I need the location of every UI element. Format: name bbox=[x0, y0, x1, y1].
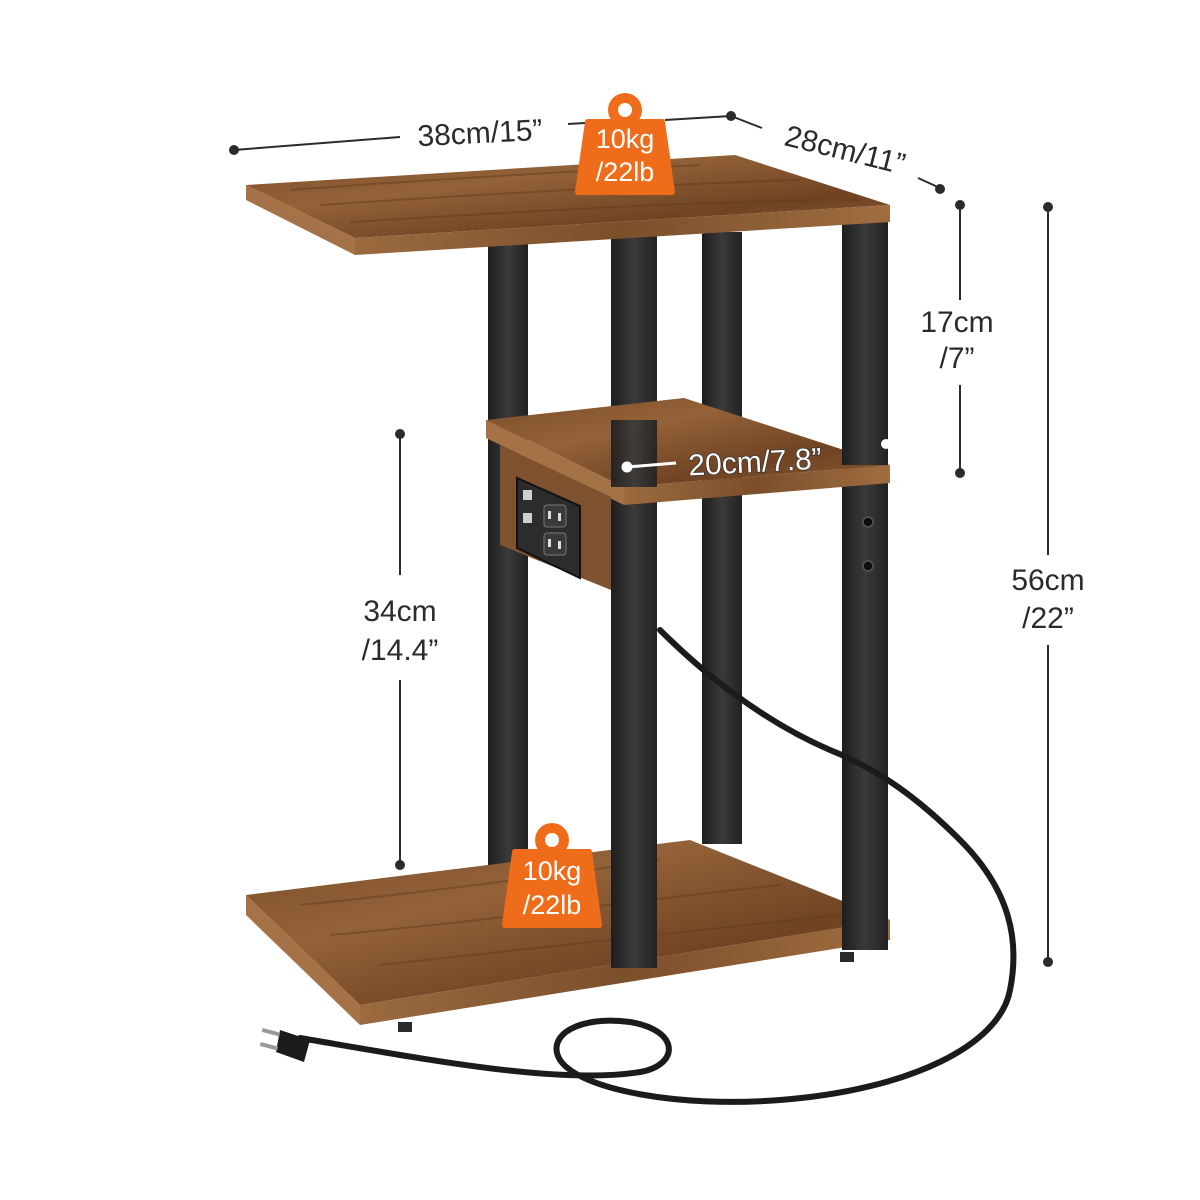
upper-gap-dimension: 17cm /7” bbox=[920, 200, 994, 478]
top-load-badge: 10kg /22lb bbox=[575, 93, 675, 195]
charging-panel bbox=[500, 445, 611, 590]
total-height-label-cm: 56cm bbox=[1011, 564, 1084, 597]
shelf-depth-label: 20cm/7.8” bbox=[688, 443, 823, 483]
power-cord bbox=[297, 627, 1017, 1105]
power-outlet-icon bbox=[543, 504, 567, 556]
lower-gap-dimension: 34cm /14.4” bbox=[362, 429, 439, 870]
width-label: 38cm/15” bbox=[417, 114, 544, 154]
front-left-leg bbox=[611, 236, 657, 968]
bottom-load-value: 10kg bbox=[523, 856, 582, 886]
lower-gap-label-cm: 34cm bbox=[363, 595, 436, 628]
bottom-load-badge: 10kg /22lb bbox=[502, 823, 602, 928]
lower-gap-label-in: /14.4” bbox=[362, 634, 439, 667]
total-height-label-in: /22” bbox=[1022, 602, 1074, 635]
top-load-value: 10kg bbox=[596, 124, 655, 154]
upper-gap-label-in: /7” bbox=[939, 342, 974, 375]
weight-icon bbox=[575, 93, 675, 195]
tabletop bbox=[246, 155, 890, 255]
back-right-leg bbox=[702, 232, 742, 844]
upper-gap-label-cm: 17cm bbox=[920, 306, 993, 339]
middle-shelf bbox=[486, 222, 890, 505]
shelf-depth-dimension: 20cm/7.8” bbox=[621, 439, 891, 483]
bottom-load-value-lb: /22lb bbox=[523, 890, 582, 920]
total-height-dimension: 56cm /22” bbox=[1011, 202, 1085, 967]
usb-port-icon bbox=[523, 490, 532, 523]
width-dimension: 38cm/15” bbox=[229, 111, 736, 155]
depth-label: 28cm/11” bbox=[781, 120, 908, 182]
power-plug-icon bbox=[259, 1027, 310, 1062]
weight-icon bbox=[502, 823, 602, 928]
top-load-value-lb: /22lb bbox=[596, 157, 655, 187]
